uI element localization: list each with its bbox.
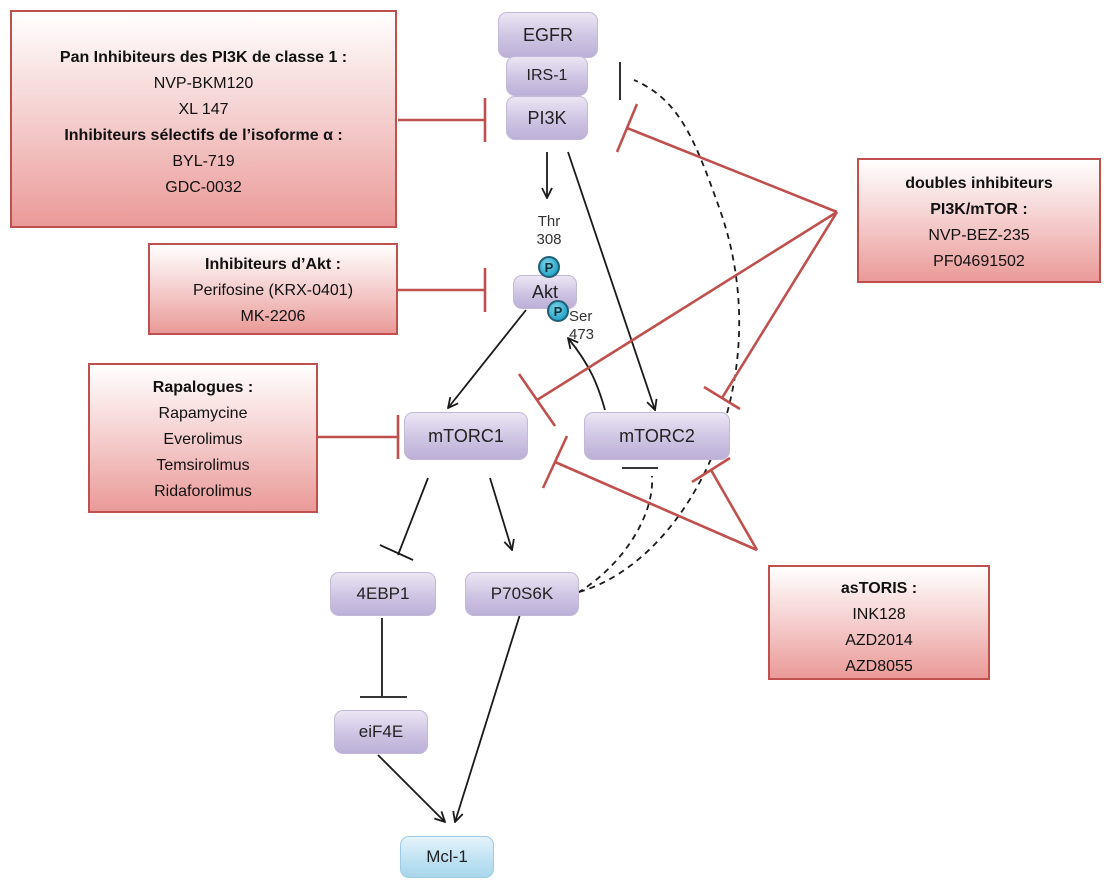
- alpha-selective-title: Inhibiteurs sélectifs de l’isoforme α :: [64, 127, 343, 144]
- phospho-thr308-icon: P: [538, 256, 560, 278]
- ser-text: Ser: [569, 308, 593, 325]
- pan-pi3k-item: XL 147: [178, 101, 229, 118]
- thr-text: Thr: [537, 213, 561, 230]
- arrow-mtorc2-akt-ser473: [568, 338, 606, 411]
- dual-to-mtorc1-bar: [517, 373, 557, 427]
- dual-inhibitors-title: doubles inhibiteurs: [905, 175, 1053, 192]
- astori-item: AZD2014: [845, 632, 913, 649]
- dual-inhibitors-subtitle: PI3K/mTOR :: [930, 201, 1028, 218]
- node-mtorc2: mTORC2: [584, 412, 730, 460]
- node-eif4e: eiF4E: [334, 710, 428, 754]
- ser-number: 473: [569, 326, 595, 343]
- rapalogue-item: Temsirolimus: [156, 457, 250, 474]
- node-p70s6k: P70S6K: [465, 572, 579, 616]
- node-mcl1: Mcl-1: [400, 836, 494, 878]
- astori-item: INK128: [852, 606, 906, 623]
- thr308-label: Thr 308: [528, 213, 570, 249]
- node-egfr: EGFR: [498, 12, 598, 58]
- pan-pi3k-title: Pan Inhibiteurs des PI3K de classe 1 :: [59, 49, 348, 66]
- dual-to-pi3k: [626, 126, 838, 214]
- akt-inhibitors-box: Inhibiteurs d’Akt : Perifosine (KRX-0401…: [148, 243, 398, 335]
- phospho-ser473-icon: P: [547, 300, 569, 322]
- inhibit-mtorc1-4ebp1: [397, 477, 429, 556]
- astoris-title: asTORIS :: [840, 580, 918, 597]
- node-4ebp1: 4EBP1: [330, 572, 436, 616]
- arrow-mtorc1-p70s6k: [489, 477, 512, 550]
- pan-pi3k-item: NVP-BKM120: [153, 75, 254, 92]
- astor-to-mtorc2-bar: [691, 456, 731, 484]
- dual-to-pi3k-bar: [615, 103, 639, 153]
- alpha-selective-item: BYL-719: [172, 153, 235, 170]
- rapalogue-item: Everolimus: [163, 431, 243, 448]
- thr-number: 308: [536, 231, 562, 248]
- rapalogues-box: Rapalogues : Rapamycine Everolimus Temsi…: [88, 363, 318, 513]
- rapalogues-title: Rapalogues :: [152, 379, 254, 396]
- node-pi3k: PI3K: [506, 96, 588, 140]
- astor-to-mtorc2: [709, 469, 759, 551]
- astor-to-mtorc1: [554, 460, 758, 552]
- alpha-selective-item: GDC-0032: [165, 179, 242, 196]
- dual-inhibitor-item: NVP-BEZ-235: [928, 227, 1030, 244]
- inhibit-mtorc1-4ebp1-bar: [379, 544, 414, 561]
- arrow-pi3k-mtorc2: [567, 151, 655, 410]
- arrow-akt-mtorc1: [448, 309, 527, 408]
- astoris-box: asTORIS : INK128 AZD2014 AZD8055: [768, 565, 990, 680]
- dual-to-mtorc2: [720, 211, 839, 399]
- feedback-p70s6k-mtorc2: [567, 475, 653, 599]
- arrow-p70s6k-mcl1: [455, 607, 523, 822]
- pan-pi3k-inhibitors-box: Pan Inhibiteurs des PI3K de classe 1 : N…: [10, 10, 397, 228]
- dual-inhibitors-box: doubles inhibiteurs PI3K/mTOR : NVP-BEZ-…: [857, 158, 1101, 283]
- akt-inhibitors-title: Inhibiteurs d’Akt :: [205, 256, 341, 273]
- astor-to-mtorc1-bar: [541, 435, 569, 489]
- node-akt: Akt: [513, 275, 577, 309]
- akt-inhibitor-item: Perifosine (KRX-0401): [192, 282, 354, 299]
- astori-item: AZD8055: [845, 658, 913, 675]
- node-irs1: IRS-1: [506, 56, 588, 96]
- feedback-p70s6k-irs1: [578, 79, 741, 593]
- node-mtorc1: mTORC1: [404, 412, 528, 460]
- akt-inhibitor-item: MK-2206: [240, 308, 306, 325]
- rapalogue-item: Rapamycine: [158, 405, 248, 422]
- rapalogue-item: Ridaforolimus: [154, 483, 252, 500]
- ser473-label: Ser 473: [569, 308, 609, 344]
- dual-to-mtorc2-bar: [703, 385, 741, 411]
- arrow-eif4e-mcl1: [377, 754, 445, 822]
- dual-to-mtorc1: [536, 210, 838, 402]
- dual-inhibitor-item: PF04691502: [933, 253, 1025, 270]
